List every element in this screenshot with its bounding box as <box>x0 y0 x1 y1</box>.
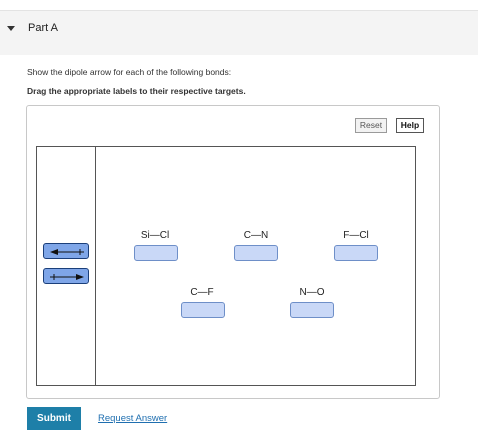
request-answer-link[interactable]: Request Answer <box>98 413 168 424</box>
drop-canvas <box>36 146 416 386</box>
target-n-o[interactable] <box>290 302 334 318</box>
left-dipole-arrow-label[interactable] <box>43 243 89 259</box>
left-arrow-icon <box>50 249 84 255</box>
reset-button[interactable]: Reset <box>355 118 387 133</box>
instruction-drag-text: Drag the appropriate labels to their res… <box>27 86 246 96</box>
help-button[interactable]: Help <box>396 118 424 133</box>
bond-n-o: N—O <box>299 287 325 298</box>
label-bank-divider <box>95 146 96 386</box>
right-dipole-arrow-label[interactable] <box>43 268 89 284</box>
bond-c-n: C—N <box>243 230 269 241</box>
collapse-caret-icon[interactable] <box>7 26 15 31</box>
submit-button[interactable]: Submit <box>27 407 81 430</box>
target-si-cl[interactable] <box>134 245 178 261</box>
target-c-f[interactable] <box>181 302 225 318</box>
part-header[interactable] <box>0 11 478 55</box>
right-arrow-icon <box>50 274 84 280</box>
target-f-cl[interactable] <box>334 245 378 261</box>
bond-si-cl: Si—Cl <box>140 230 170 241</box>
target-c-n[interactable] <box>234 245 278 261</box>
part-title: Part A <box>28 22 58 34</box>
top-divider <box>0 10 478 11</box>
bond-f-cl: F—Cl <box>343 230 369 241</box>
instruction-text: Show the dipole arrow for each of the fo… <box>27 67 232 77</box>
bond-c-f: C—F <box>190 287 214 298</box>
